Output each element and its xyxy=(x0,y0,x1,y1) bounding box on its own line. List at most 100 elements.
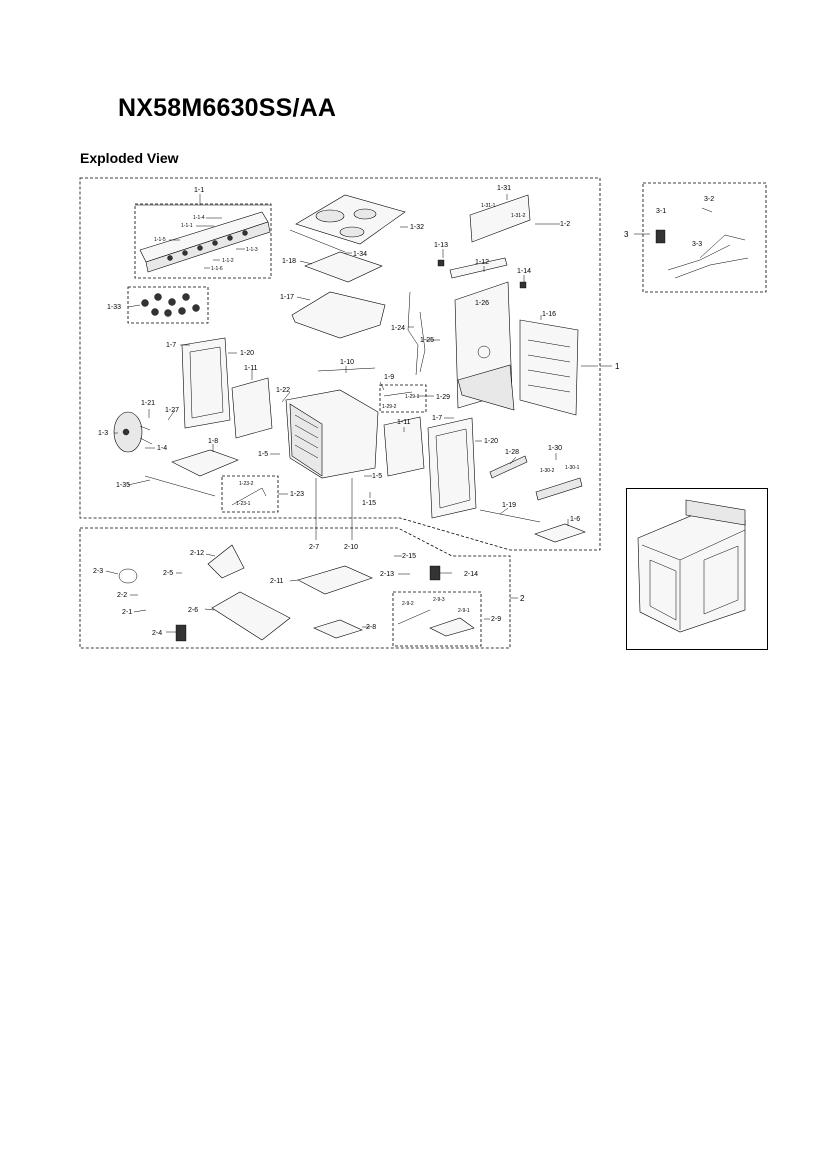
callout-3: 3 xyxy=(624,230,629,239)
wire-harness-secondary-part xyxy=(419,311,426,373)
callout-2-6: 2-6 xyxy=(188,607,198,614)
callout-2-1: 2-1 xyxy=(122,609,132,616)
callout-1-29-2: 1-29-2 xyxy=(382,404,397,410)
callout-1-1-6: 1-1-6 xyxy=(211,266,223,272)
callout-1-14: 1-14 xyxy=(517,268,531,275)
panel-1-6-part xyxy=(534,523,586,543)
callout-1-32: 1-32 xyxy=(410,224,424,231)
callout-1-3: 1-3 xyxy=(98,430,108,437)
callout-1-16: 1-16 xyxy=(542,311,556,318)
group-3-boundary xyxy=(642,182,767,293)
component-3-2-part xyxy=(701,207,713,213)
callout-1-19: 1-19 xyxy=(502,502,516,509)
callout-1-25: 1-25 xyxy=(420,337,434,344)
subgroup-2-9-box xyxy=(392,591,482,647)
assembled-range-illustration xyxy=(637,499,746,633)
callout-3-1: 3-1 xyxy=(656,208,666,215)
callout-1-9: 1-9 xyxy=(384,374,394,381)
callout-1-27: 1-27 xyxy=(165,407,179,414)
callout-1-33: 1-33 xyxy=(107,304,121,311)
callout-1-30-1: 1-30-1 xyxy=(565,465,580,471)
callout-1-5-right: 1-5 xyxy=(372,473,382,480)
callout-1-6: 1-6 xyxy=(570,516,580,523)
callout-2-3: 2-3 xyxy=(93,568,103,575)
callout-2-8: 2-8 xyxy=(366,624,376,631)
convection-fan-part xyxy=(113,411,143,453)
component-3-1-part xyxy=(655,229,666,244)
callout-1-1-3: 1-1-3 xyxy=(246,247,258,253)
tray-2-11-part xyxy=(297,565,373,595)
trim-1-19-part xyxy=(479,509,541,523)
subgroup-1-33-box xyxy=(127,286,209,324)
callout-1-12: 1-12 xyxy=(475,259,489,266)
callout-2-11: 2-11 xyxy=(270,578,284,585)
callout-2-4: 2-4 xyxy=(152,630,162,637)
callout-1-18: 1-18 xyxy=(282,258,296,265)
strip-part xyxy=(144,475,216,497)
left-door-liner-part xyxy=(231,377,273,439)
subgroup-1-1-box xyxy=(134,203,272,279)
rail-1-28-part xyxy=(489,455,528,479)
rear-bracket-part xyxy=(449,257,508,279)
callout-labels: 1 2 3 1-1 1-1-4 1-1-1 1-1-5 1-1-3 1-1-2 … xyxy=(93,185,714,637)
plate-2-8-part xyxy=(313,619,363,639)
callout-1-15: 1-15 xyxy=(362,500,376,507)
callout-1-28: 1-28 xyxy=(505,449,519,456)
callout-1-26: 1-26 xyxy=(475,300,489,307)
cover-2-12-part xyxy=(207,544,245,579)
callout-2-9-1: 2-9-1 xyxy=(458,608,470,614)
callout-2-14: 2-14 xyxy=(464,571,478,578)
callout-1-1-4: 1-1-4 xyxy=(193,215,205,221)
callout-1-1-5: 1-1-5 xyxy=(154,237,166,243)
wire-harness-part xyxy=(407,291,419,376)
callout-1-29: 1-29 xyxy=(436,394,450,401)
control-panel-part xyxy=(139,211,271,273)
callout-1-30-2: 1-30-2 xyxy=(540,468,555,474)
callout-2-9: 2-9 xyxy=(491,616,501,623)
backguard-part xyxy=(469,194,531,243)
callout-1-11-right: 1-11 xyxy=(397,419,411,426)
subgroup-1-23-box xyxy=(221,475,279,513)
section-heading: Exploded View xyxy=(80,150,179,166)
callout-1-23-2: 1-23-2 xyxy=(239,481,254,487)
callout-1-7-left: 1-7 xyxy=(166,342,176,349)
right-side-panel-part xyxy=(427,417,477,519)
callout-1-22: 1-22 xyxy=(276,387,290,394)
bracket-1-14-part xyxy=(519,281,527,289)
callout-1-5-left: 1-5 xyxy=(258,451,268,458)
bracket-1-13-part xyxy=(437,259,445,267)
callout-1-20-left: 1-20 xyxy=(240,350,254,357)
callout-1-29-1: 1-29-1 xyxy=(405,394,420,400)
callout-1-7-right: 1-7 xyxy=(432,415,442,422)
callout-1-35: 1-35 xyxy=(116,482,130,489)
burner-base-part xyxy=(304,251,383,283)
callout-2-2: 2-2 xyxy=(117,592,127,599)
fan-bracket-part xyxy=(139,425,153,445)
callout-1-34: 1-34 xyxy=(353,251,367,258)
bracket-2-4-part xyxy=(175,624,187,642)
bottom-plate-part xyxy=(171,449,239,477)
leader-lines xyxy=(105,194,650,633)
rear-cover-part xyxy=(519,319,579,416)
rod-2-9-2-part xyxy=(397,609,431,625)
callout-1-13: 1-13 xyxy=(434,242,448,249)
gasket-2-3-part xyxy=(118,568,138,584)
callout-1-2: 1-2 xyxy=(560,221,570,228)
callout-1-1-1: 1-1-1 xyxy=(181,223,193,229)
callout-2-9-2: 2-9-2 xyxy=(402,601,414,607)
callout-1-23: 1-23 xyxy=(290,491,304,498)
oven-cavity-part xyxy=(285,389,379,479)
callout-1-10: 1-10 xyxy=(340,359,354,366)
callout-1-23-1: 1-23-1 xyxy=(236,501,251,507)
callout-1-31-1: 1-31-1 xyxy=(481,203,496,209)
right-door-liner-part xyxy=(383,416,425,477)
cooktop-trim-part xyxy=(289,229,346,253)
heat-shield-part xyxy=(291,291,386,339)
callout-1-31-2: 1-31-2 xyxy=(511,213,526,219)
model-number-title: NX58M6630SS/AA xyxy=(118,94,337,122)
rail-1-30-part xyxy=(535,477,583,501)
callout-1-17: 1-17 xyxy=(280,294,294,301)
valve-2-14-part xyxy=(429,565,441,581)
wire-harness-3-3-part xyxy=(667,234,749,279)
